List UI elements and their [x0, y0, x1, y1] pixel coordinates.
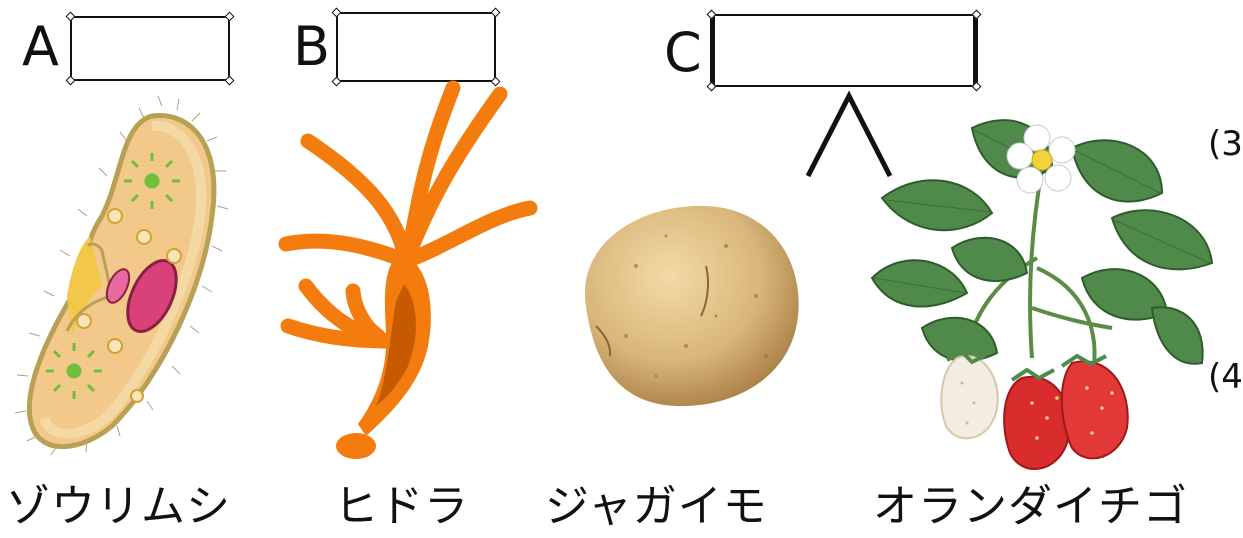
paramecium-illustration [12, 96, 237, 456]
label-b: B [293, 20, 330, 74]
organism-name-hydra: ヒドラ [334, 482, 469, 532]
answer-box-a[interactable] [70, 16, 230, 81]
potato-illustration [566, 196, 806, 411]
organism-name-strawberry: オランダイチゴ [873, 482, 1188, 532]
hydra-illustration [268, 86, 538, 471]
label-c: C [664, 26, 702, 80]
strawberry-plant-illustration [862, 108, 1222, 478]
organism-name-paramecium: ゾウリムシ [6, 482, 231, 532]
answer-box-c[interactable] [710, 14, 978, 87]
answer-box-b[interactable] [336, 12, 496, 82]
label-a: A [22, 20, 59, 74]
side-mark-3: (3 [1208, 124, 1243, 164]
side-mark-4: (4 [1208, 357, 1243, 397]
organism-name-potato: ジャガイモ [545, 482, 768, 532]
